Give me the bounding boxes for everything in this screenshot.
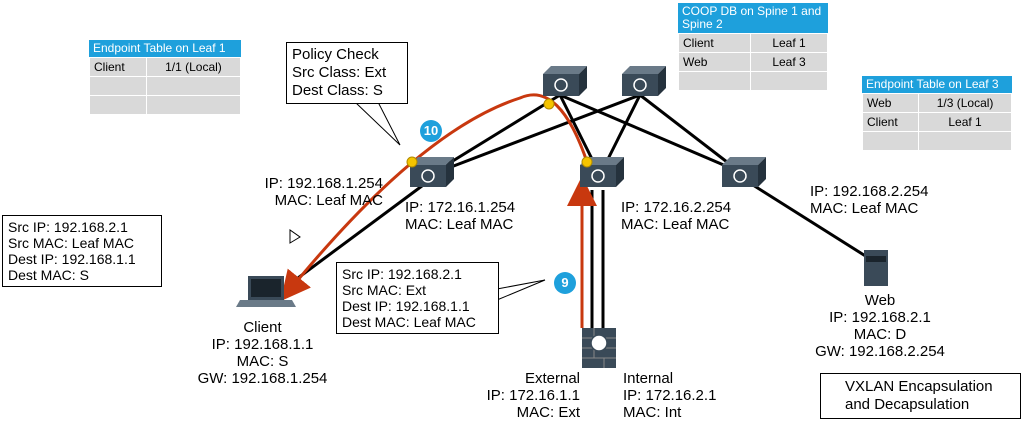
label-line: MAC: Leaf MAC xyxy=(810,200,919,217)
table-cell: Leaf 1 xyxy=(750,33,828,53)
leaf3-icon xyxy=(721,156,767,188)
leaf2-label: IP: 172.16.2.254 MAC: Leaf MAC xyxy=(621,199,731,233)
spine1-icon xyxy=(542,65,588,97)
table-cell: Client xyxy=(861,112,920,132)
label-line: IP: 192.168.2.1 xyxy=(829,309,931,326)
client-laptop-icon xyxy=(236,276,296,307)
table-cell xyxy=(861,131,920,151)
label-line: MAC: Int xyxy=(623,404,682,421)
label-line: GW: 192.168.1.254 xyxy=(197,370,328,387)
table-cell xyxy=(750,71,828,91)
label-line: Internal xyxy=(623,370,674,387)
table-cell: 1/1 (Local) xyxy=(145,57,242,77)
web-label: Web IP: 192.168.2.1 MAC: D GW: 192.168.2… xyxy=(800,292,960,360)
firewall-icon xyxy=(582,328,616,368)
table-cell xyxy=(89,95,147,115)
label-line: Client xyxy=(243,319,282,336)
table-title: COOP DB on Spine 1 and Spine 2 xyxy=(678,3,828,33)
leaf1-right-label: IP: 172.16.1.254 MAC: Leaf MAC xyxy=(405,199,515,233)
table-cell: Leaf 3 xyxy=(750,52,828,72)
firewall-internal-label: Internal IP: 172.16.2.1 MAC: Int xyxy=(623,370,716,421)
label-line: GW: 192.168.2.254 xyxy=(815,343,945,360)
callout-line: Dest IP: 192.168.1.1 xyxy=(8,251,136,267)
label-line: External xyxy=(524,370,580,387)
callout-line: Src Class: Ext xyxy=(292,64,387,81)
table-cell xyxy=(145,76,242,96)
legend: VXLAN Encapsulation and Decapsulation xyxy=(820,373,1021,419)
client-label: Client IP: 192.168.1.1 MAC: S GW: 192.16… xyxy=(185,319,340,387)
table-title: Endpoint Table on Leaf 1 xyxy=(89,40,241,57)
step9-label: 9 xyxy=(561,275,569,290)
step10-label: 10 xyxy=(423,123,439,138)
leaf3-label: IP: 192.168.2.254 MAC: Leaf MAC xyxy=(810,183,928,217)
table-cell xyxy=(89,76,147,96)
callout-line: Src IP: 192.168.2.1 xyxy=(342,266,462,282)
label-line: Web xyxy=(864,292,896,309)
callout-line: Dest IP: 192.168.1.1 xyxy=(342,298,470,314)
label-line: MAC: D xyxy=(853,326,907,343)
callout-line: Dest Class: S xyxy=(292,82,383,99)
label-line: IP: 172.16.1.1 xyxy=(486,387,580,404)
legend-text: VXLAN Encapsulation xyxy=(845,378,993,395)
label-line: MAC: Leaf MAC xyxy=(274,192,383,209)
table-cell: 1/3 (Local) xyxy=(918,93,1012,113)
return-packet-callout: Src IP: 192.168.2.1 Src MAC: Leaf MAC De… xyxy=(2,215,162,287)
incoming-packet-callout: Src IP: 192.168.2.1 Src MAC: Ext Dest IP… xyxy=(336,262,499,334)
firewall-external-label: External IP: 172.16.1.1 MAC: Ext xyxy=(465,370,580,421)
callout-line: Src IP: 192.168.2.1 xyxy=(8,219,128,235)
step10-badge xyxy=(420,120,442,142)
label-line: IP: 192.168.2.254 xyxy=(810,183,929,200)
table-cell: Web xyxy=(861,93,920,113)
policy-check-callout: Policy Check Src Class: Ext Dest Class: … xyxy=(286,42,408,104)
table-cell: Client xyxy=(677,33,752,53)
label-line: MAC: Leaf MAC xyxy=(621,216,730,233)
label-line: IP: 172.16.1.254 xyxy=(405,199,516,216)
spine2-icon xyxy=(621,65,667,97)
callout-line: Dest MAC: Leaf MAC xyxy=(342,314,476,330)
vxlan-marker-icon xyxy=(406,98,838,389)
label-line: MAC: Ext xyxy=(516,404,580,421)
table-cell: Web xyxy=(677,52,752,72)
label-line: IP: 172.16.2.254 xyxy=(621,199,732,216)
label-line: IP: 172.16.2.1 xyxy=(623,387,717,404)
step9-badge xyxy=(554,272,576,294)
callout-line: Src MAC: Leaf MAC xyxy=(8,235,135,251)
table-cell: Leaf 1 xyxy=(918,112,1012,132)
table-cell xyxy=(145,95,242,115)
label-line: MAC: S xyxy=(236,353,289,370)
callout-line: Policy Check xyxy=(292,46,379,63)
callout-line: Src MAC: Ext xyxy=(342,282,427,298)
label-line: MAC: Leaf MAC xyxy=(405,216,514,233)
table-title: Endpoint Table on Leaf 3 xyxy=(862,76,1012,93)
leaf1-left-label: IP: 192.168.1.254 MAC: Leaf MAC xyxy=(235,175,383,209)
callout-line: Dest MAC: S xyxy=(8,267,89,283)
legend-text: and Decapsulation xyxy=(845,396,970,413)
label-line: IP: 192.168.1.1 xyxy=(211,336,314,353)
table-cell: Client xyxy=(89,57,147,77)
packet-path xyxy=(280,93,597,328)
web-server-icon xyxy=(864,250,888,286)
table-cell xyxy=(677,71,752,91)
table-cell xyxy=(918,131,1012,151)
label-line: IP: 192.168.1.254 xyxy=(264,175,383,192)
